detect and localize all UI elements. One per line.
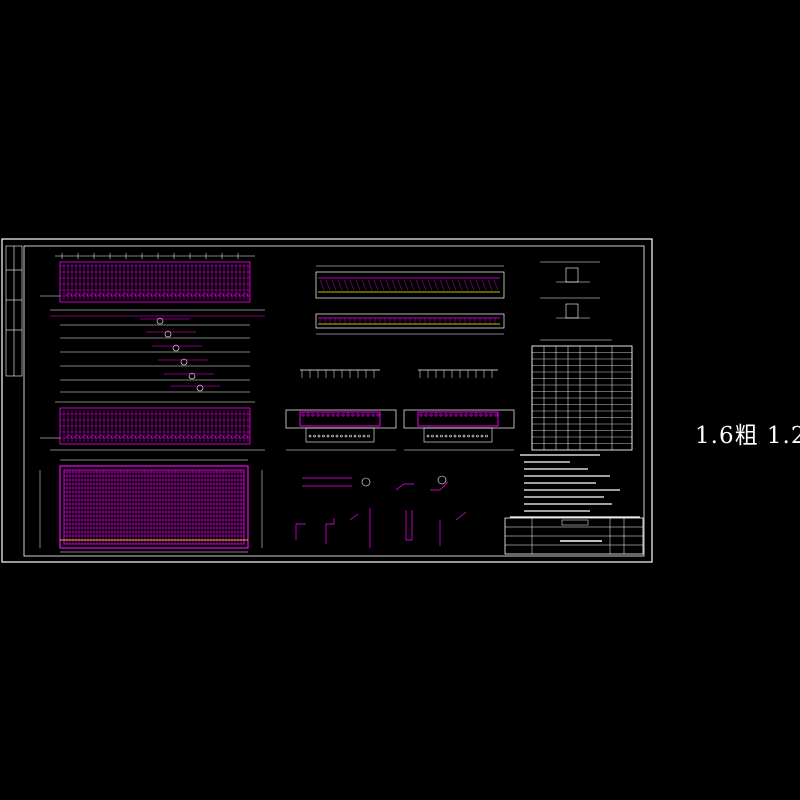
- title-block: [504, 517, 644, 555]
- cross-sections: [285, 369, 515, 451]
- anchor-details: [540, 261, 600, 319]
- side-note-text: 1.6粗 1.2: [695, 423, 800, 449]
- general-notes: [510, 454, 640, 518]
- binding-strip: [5, 245, 23, 377]
- beam-elevation-top: [40, 253, 265, 317]
- rebar-schedule-table: [531, 339, 633, 451]
- sheet-frame: [1, 238, 653, 563]
- rebar-bending-shapes: [295, 475, 467, 548]
- beam-elevation-middle: [40, 317, 265, 451]
- slab-reinforcement-plan: [39, 459, 263, 553]
- longitudinal-sections: [315, 265, 505, 335]
